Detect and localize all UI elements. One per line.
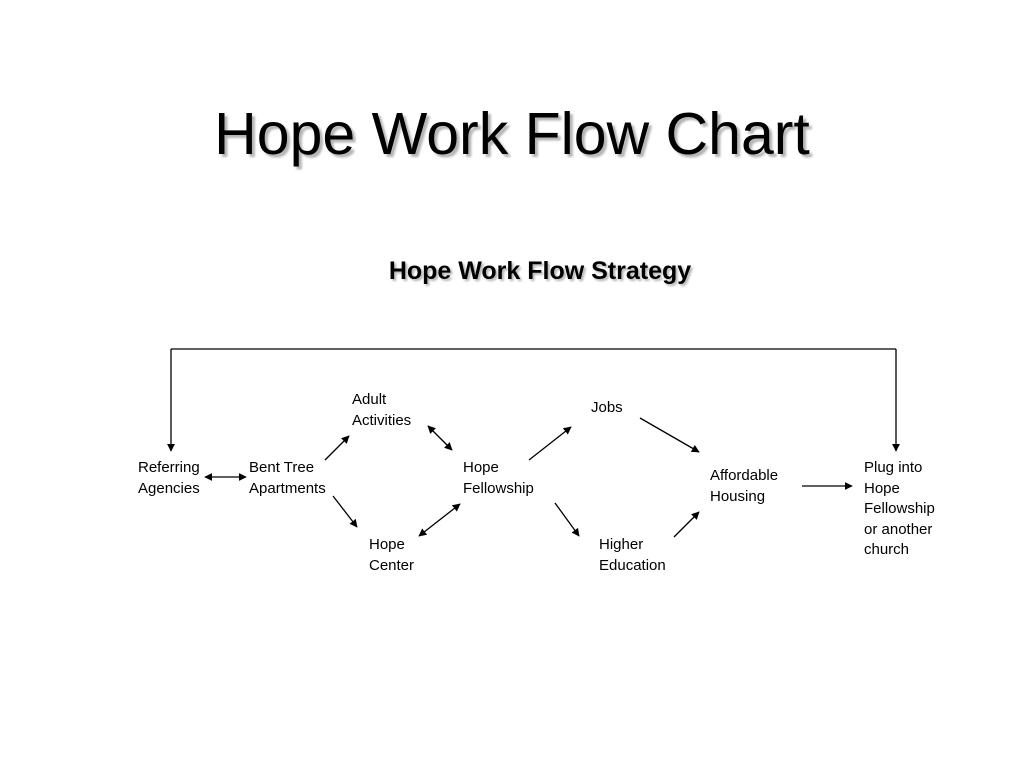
arrow-bent-tree-adult [324, 435, 350, 461]
node-plug-into-hope-fellowship: Plug into Hope Fellowship or another chu… [864, 459, 935, 558]
node-affordable-housing: Affordable Housing [710, 467, 779, 505]
arrow-fellowship-jobs [528, 426, 572, 461]
node-bent-tree-apartments: Bent Tree Apartments [249, 459, 326, 497]
node-higher-education: Higher Education [599, 536, 666, 574]
arrow-adult-fellowship [427, 425, 453, 451]
node-jobs: Jobs [591, 399, 623, 416]
slide-title: Hope Work Flow Chart [214, 101, 810, 167]
node-adult-activities: Adult Activities [352, 391, 412, 429]
arrow-education-housing [673, 511, 700, 538]
node-hope-center: Hope Center [369, 536, 415, 574]
arrow-fellowship-education [554, 502, 580, 537]
arrow-center-fellowship [418, 503, 461, 537]
subtitle: Hope Work Flow Strategy [388, 257, 692, 285]
arrow-bent-tree-center [332, 495, 358, 528]
node-referring-agencies: Referring Agencies [138, 459, 200, 497]
arrow-jobs-housing [639, 417, 700, 453]
node-hope-fellowship: Hope Fellowship [463, 459, 534, 497]
